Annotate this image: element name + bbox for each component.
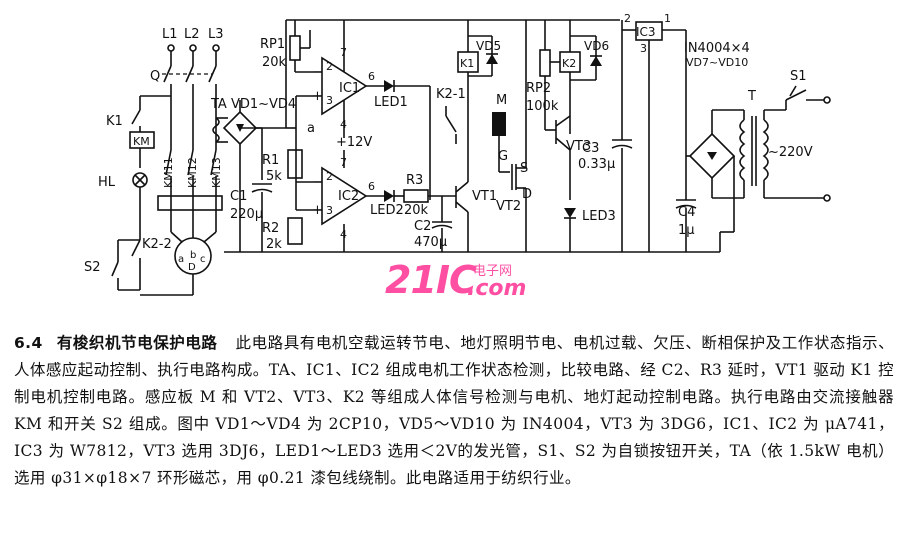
label-ic3-p1: 1: [664, 12, 671, 25]
vt3-k2-stage: RP2 100k K2 VD6 VT3 LED3 C3 0.33μ: [526, 20, 720, 253]
label-ic3-p2: 2: [624, 12, 631, 25]
label-vd6: VD6: [584, 39, 609, 53]
ic1-label: IC1: [339, 81, 360, 96]
ic2-minus: −: [312, 175, 323, 190]
ic2-pin2: 2: [326, 170, 333, 183]
ic1-pin2: 2: [326, 60, 333, 73]
label-rp2: RP2: [526, 81, 551, 96]
divider-section: RP1 20k a R1 5k R2 2k: [260, 19, 620, 252]
ic2-plus: +: [312, 203, 323, 218]
label-c4-val: 1μ: [678, 223, 695, 238]
label-k1: K1: [106, 114, 123, 129]
sensor-vt2-stage: M G S D VT2: [492, 20, 532, 252]
watermark-cn: 电子网: [473, 264, 513, 279]
label-k1-coil: K1: [460, 57, 474, 70]
label-rp1-val: 20k: [262, 55, 287, 70]
label-motor-a: a: [178, 254, 184, 265]
label-diodes: IN4004×4: [684, 41, 750, 56]
label-r3-val: 20k: [404, 203, 429, 218]
label-led3: LED3: [582, 209, 616, 224]
label-c4: C4: [678, 205, 695, 220]
label-d: D: [522, 187, 532, 202]
label-l1: L1: [162, 27, 178, 42]
caption-number: 6.4: [14, 334, 43, 352]
label-ta-vd: TA VD1~VD4: [210, 97, 296, 112]
label-r1: R1: [262, 153, 279, 168]
label-220v: ~220V: [768, 145, 813, 160]
caption-body: 此电路具有电机空载运转节电、地灯照明节电、电机过载、欠压、断相保护及工作状态指示…: [14, 334, 894, 487]
label-c3-val: 0.33μ: [578, 157, 615, 172]
ic1-minus: −: [312, 65, 323, 80]
label-vt1: VT1: [472, 189, 497, 204]
label-r2: R2: [262, 221, 279, 236]
label-k22: K2-2: [142, 237, 172, 252]
label-c1-val: 220μ: [230, 207, 263, 222]
watermark-main: 21IC: [385, 258, 477, 302]
label-12v: +12V: [336, 135, 372, 150]
label-m: M: [496, 93, 507, 108]
label-vt3: VT3: [566, 139, 591, 154]
label-motor-b: b: [190, 250, 196, 261]
label-c2: C2: [414, 219, 431, 234]
label-c1: C1: [230, 189, 247, 204]
current-transformer-bridge: TA VD1~VD4 C1 220μ: [210, 97, 620, 253]
label-motor-d: D: [188, 262, 196, 273]
label-hl: HL: [98, 175, 116, 190]
label-l3: L3: [208, 27, 224, 42]
label-node-a: a: [307, 121, 315, 136]
label-s1: S1: [790, 69, 807, 84]
label-ic3: IC3: [636, 25, 656, 39]
figure-caption: 6.4 有梭织机节电保护电路此电路具有电机空载运转节电、地灯照明节电、电机过载、欠…: [14, 330, 894, 492]
label-k2-coil: K2: [562, 57, 576, 70]
label-km: KM: [133, 135, 150, 148]
label-motor-c: c: [200, 254, 206, 265]
label-vd5: VD5: [476, 39, 501, 53]
label-led2: LED2: [370, 203, 404, 218]
ic2-comparator: +12V − + IC2 7 6 4 2 3 LED2 R3 20k C2 47…: [312, 135, 456, 252]
ic1-plus: +: [312, 89, 323, 104]
power-supply-section: IC3 2 1 3 C4 1μ IN4004×4 VD7~VD10 T: [622, 12, 831, 252]
ic2-label: IC2: [338, 189, 359, 204]
label-led1: LED1: [374, 95, 408, 110]
label-rp1: RP1: [260, 37, 285, 52]
label-s2: S2: [84, 260, 101, 275]
label-k21: K2-1: [436, 87, 466, 102]
label-l2: L2: [184, 27, 200, 42]
label-r3: R3: [406, 173, 423, 188]
ic1-pin3: 3: [326, 94, 333, 107]
ic1-pin6: 6: [368, 70, 375, 83]
label-g: G: [498, 149, 508, 164]
circuit-schematic: L1 L2 L3 Q K1 KM HL KM11 KM12 KM13: [84, 12, 831, 296]
label-rp2-val: 100k: [526, 99, 559, 114]
watermark-com: .com: [467, 276, 527, 301]
label-q: Q: [150, 69, 160, 84]
ic2-pin7: 7: [340, 156, 347, 169]
label-c3: C3: [582, 141, 599, 156]
ic2-pin3: 3: [326, 204, 333, 217]
label-r2-val: 2k: [266, 237, 282, 252]
ic2-pin6: 6: [368, 180, 375, 193]
label-vt2: VT2: [496, 199, 521, 214]
watermark-logo: 21IC 电子网 .com: [385, 258, 555, 306]
label-c2-val: 470μ: [414, 235, 447, 250]
caption-title: 有梭织机节电保护电路: [56, 334, 218, 352]
ic1-comparator: − + IC1 7 6 4 2 3 LED1: [312, 20, 431, 200]
label-r1-val: 5k: [266, 169, 282, 184]
label-t: T: [747, 89, 756, 104]
label-ic3-p3: 3: [640, 42, 647, 55]
vt1-k1-stage: VT1 K1 VD5 K2-1: [436, 20, 501, 252]
label-diodes-ref: VD7~VD10: [686, 56, 748, 69]
three-phase-section: L1 L2 L3 Q K1 KM HL KM11 KM12 KM13: [84, 27, 224, 296]
